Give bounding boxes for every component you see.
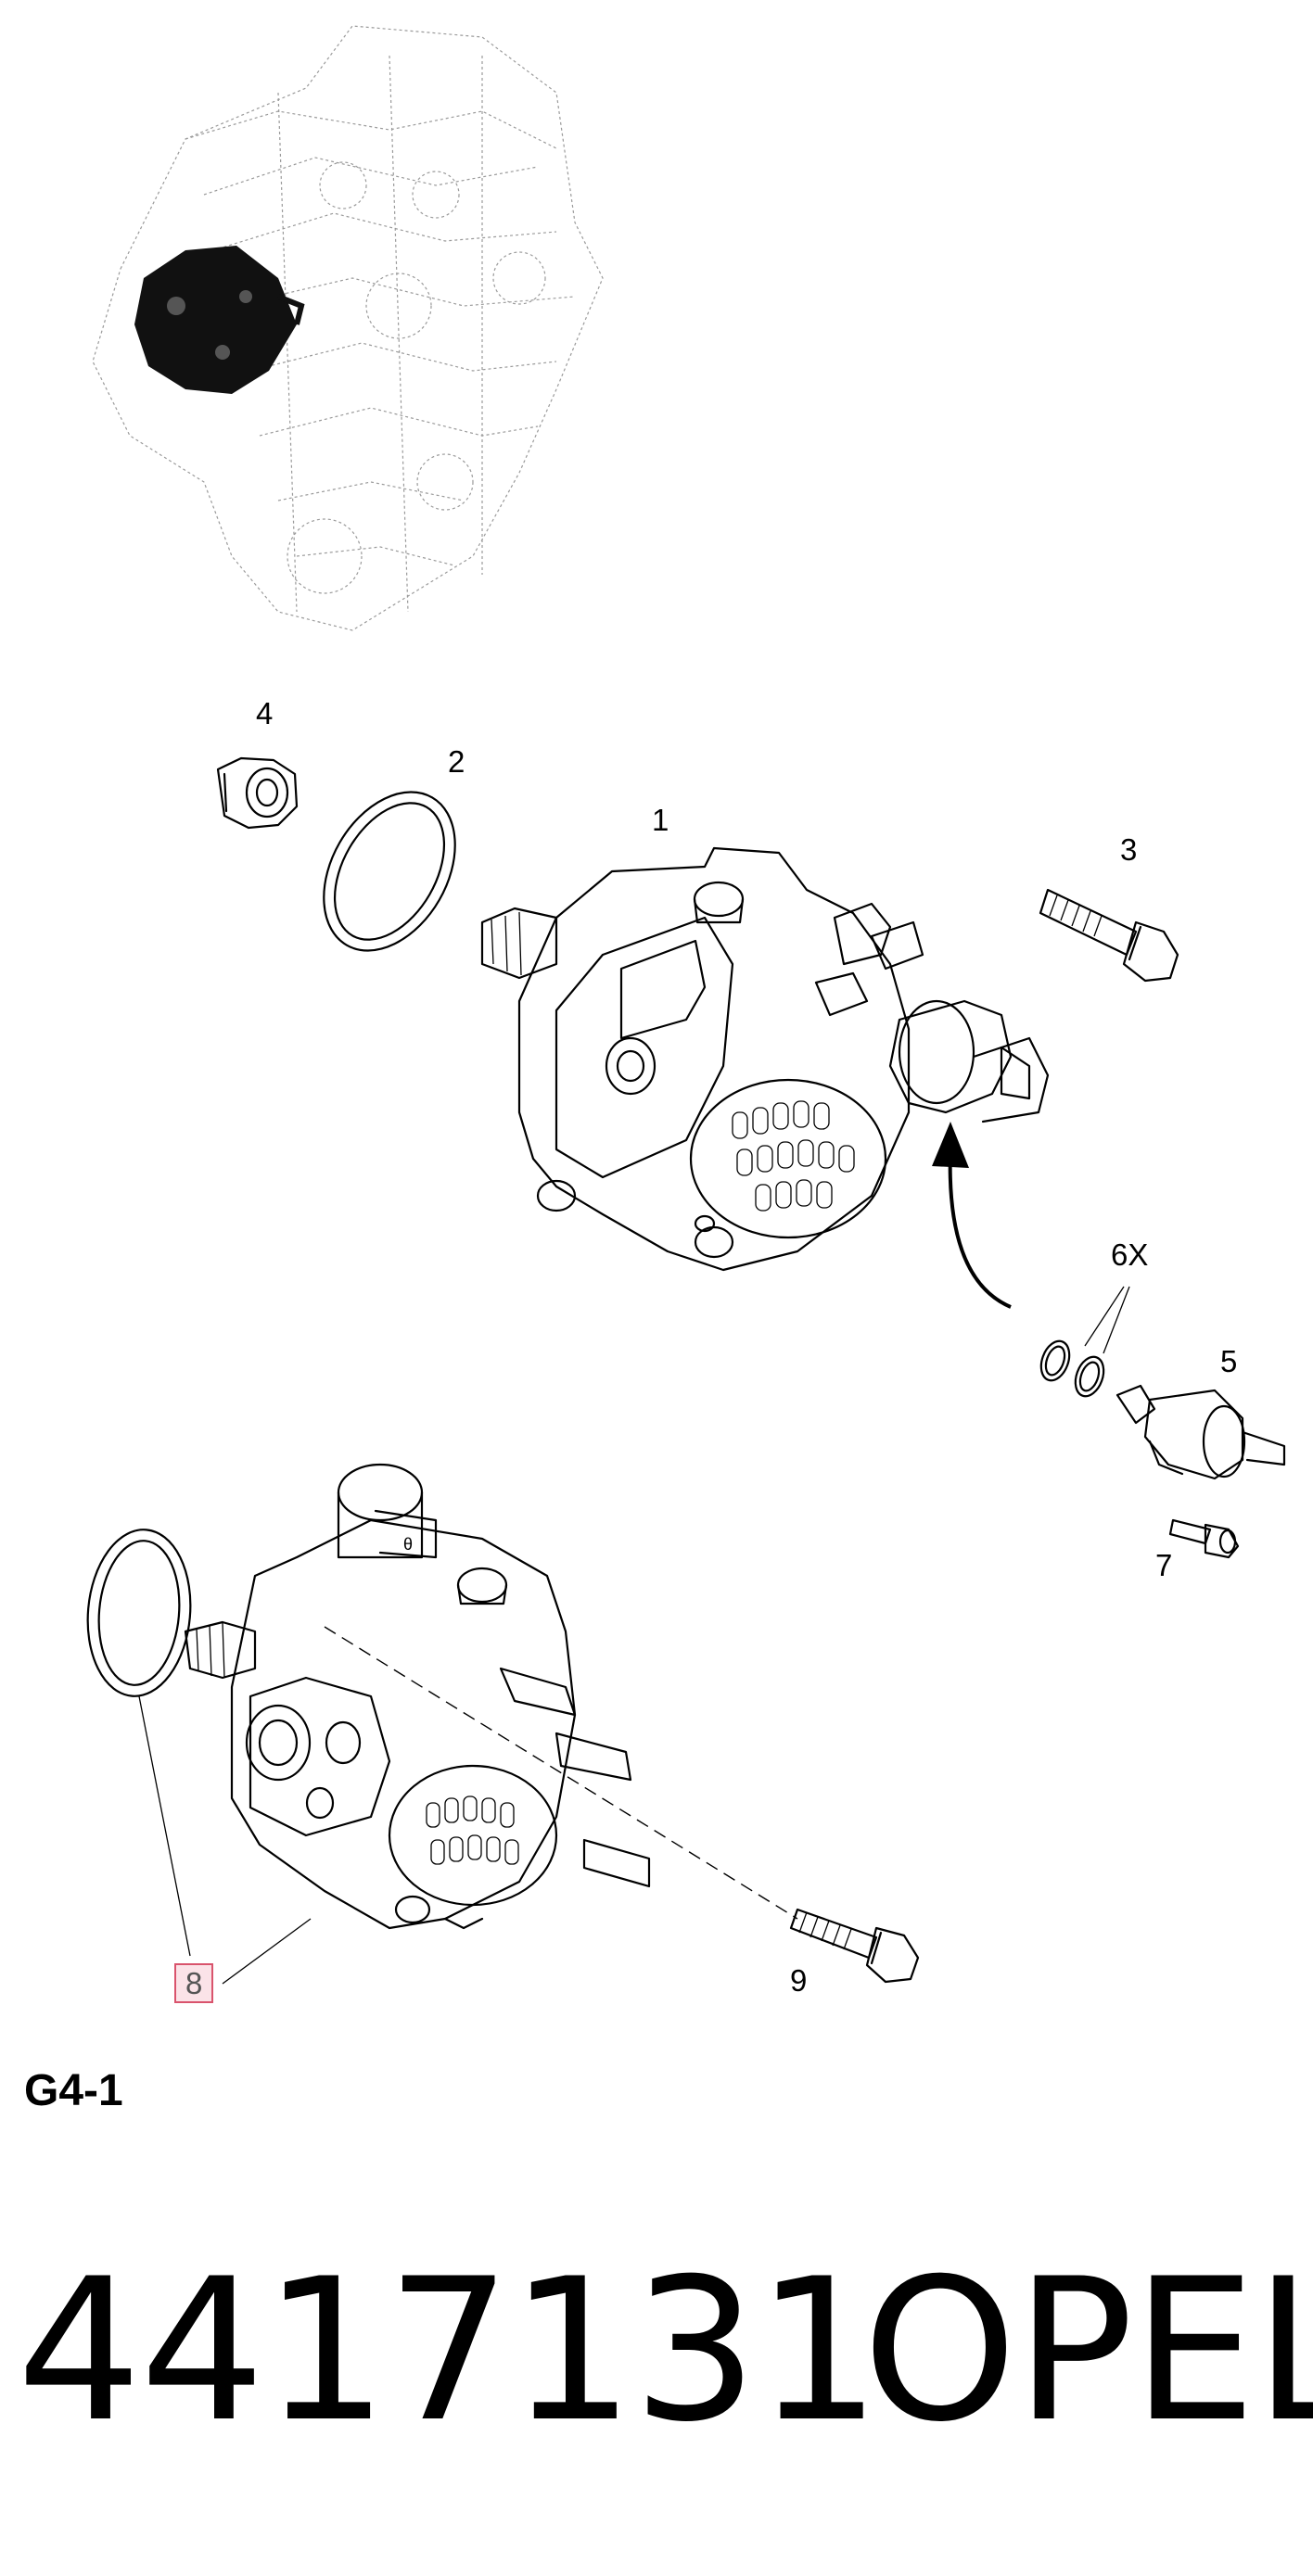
part-3-bolt (1039, 888, 1179, 983)
section-code: G4-1 (24, 2066, 123, 2115)
part-8-pump-assembly: θ (86, 1463, 798, 1985)
callout-8-highlighted[interactable]: 8 (174, 1963, 214, 2003)
part-6-orings (1039, 1286, 1130, 1398)
assembly-arrow (932, 1122, 1012, 1309)
callout-6x[interactable]: 6X (1111, 1237, 1149, 1272)
callout-9[interactable]: 9 (790, 1963, 808, 1998)
part-9-bolt (789, 1908, 920, 1984)
part-2-ring (323, 791, 456, 952)
callout-5[interactable]: 5 (1220, 1344, 1238, 1378)
callout-2[interactable]: 2 (448, 744, 465, 779)
callout-1[interactable]: 1 (652, 803, 669, 837)
brand-name: OPEL (862, 2236, 1313, 2465)
highlighted-pump-silhouette (134, 246, 305, 394)
engine-overview-drawing (92, 25, 604, 631)
part-4-nut (216, 756, 299, 830)
part-5-regulator (1115, 1384, 1286, 1480)
svg-text:θ: θ (403, 1535, 413, 1554)
callout-7[interactable]: 7 (1155, 1548, 1173, 1582)
part-number: 4417131 (17, 2236, 881, 2465)
part-7-screw (1168, 1518, 1240, 1559)
callout-4[interactable]: 4 (256, 696, 274, 730)
parts-diagram: θ (86, 25, 1286, 1985)
part-1-pump (480, 846, 1050, 1272)
callout-3[interactable]: 3 (1120, 832, 1138, 867)
